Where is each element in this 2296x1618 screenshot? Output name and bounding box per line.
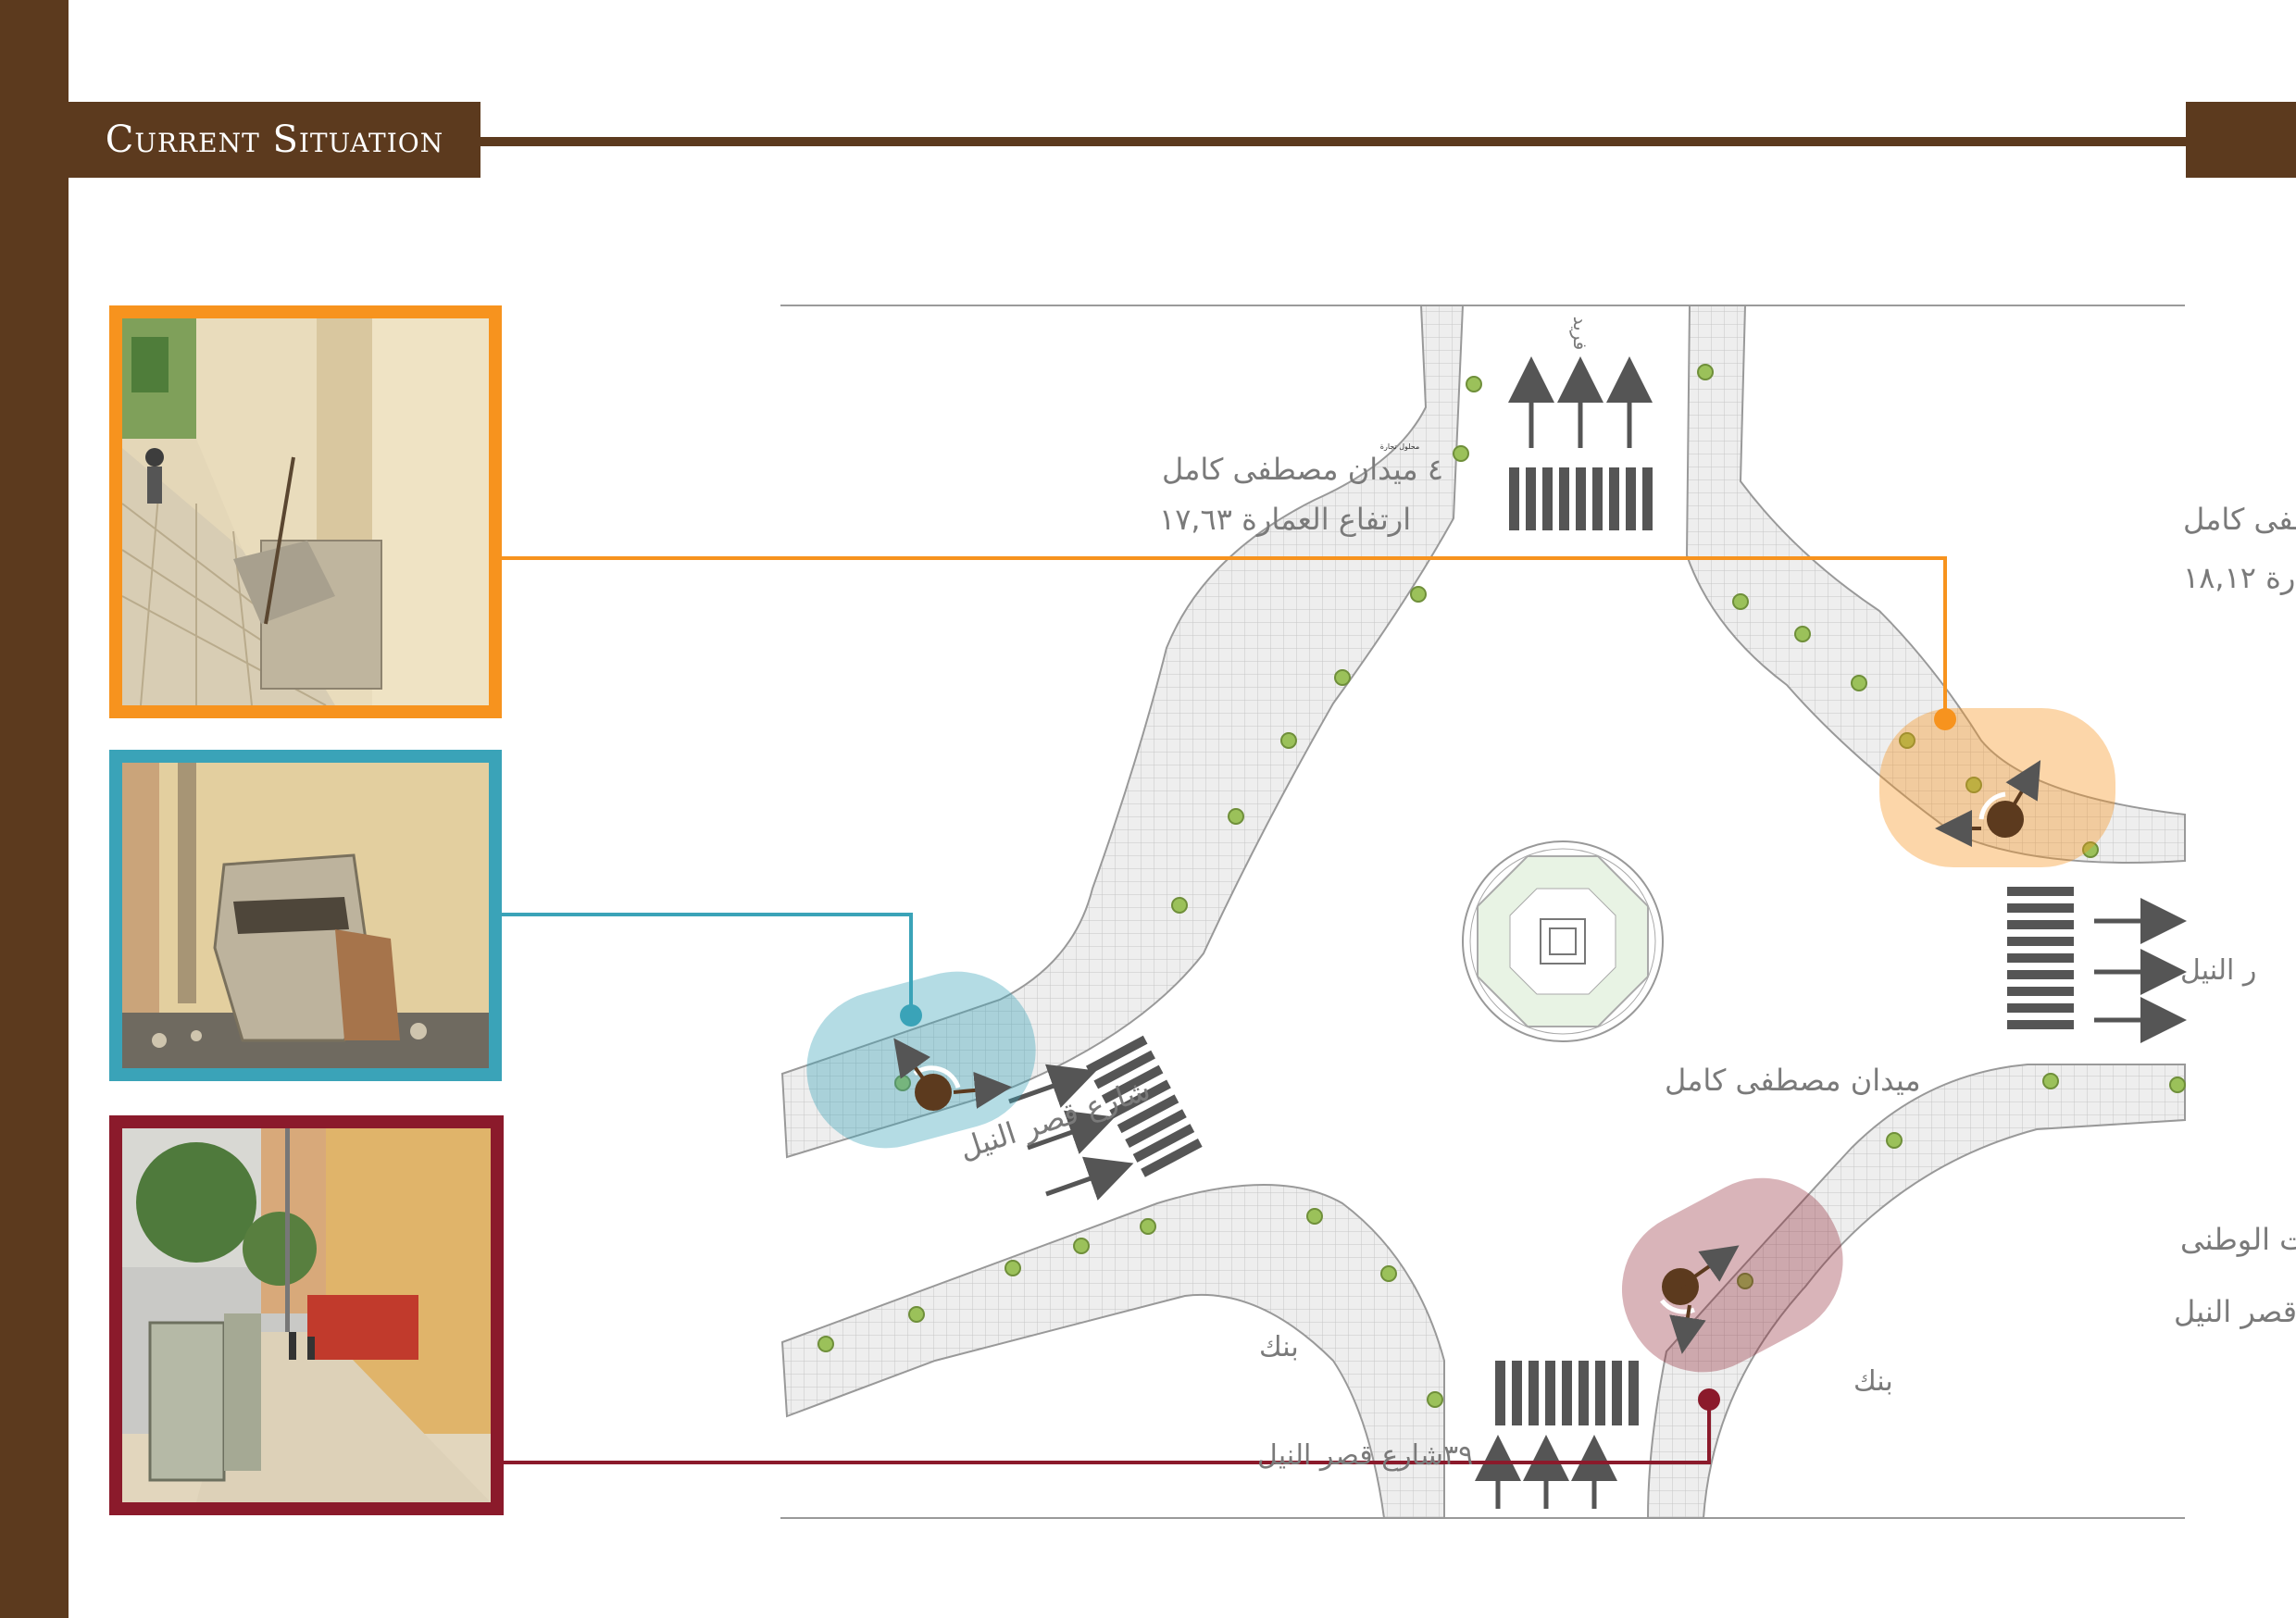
label-bank-1: بنك: [1259, 1331, 1299, 1363]
photo-orange: [109, 305, 502, 718]
viewpoint-teal: [806, 971, 1036, 1149]
crosswalk-icon: [1495, 1361, 1639, 1425]
arrow-icon: [1008, 356, 2187, 1509]
photo-maroon: [109, 1115, 504, 1515]
label-building4-height: ارتفاع العمارة ١٧,٦٣: [1159, 502, 1411, 537]
leader-line-teal: [502, 913, 913, 1015]
left-brand-bar: [0, 0, 69, 1618]
leader-dot-teal: [900, 1004, 922, 1027]
sidewalk-wall-photo: [122, 318, 489, 705]
label-address-41: ٤١ شارع قصر النيل: [2174, 1294, 2296, 1329]
label-street-top: فريد: [1569, 317, 1591, 351]
sidewalk-bottom-right: [1646, 1064, 2186, 1519]
sidewalk-top-left: [780, 305, 1465, 1159]
viewpoint-maroon: [1621, 1177, 1843, 1373]
leader-line-orange: [502, 556, 1947, 719]
sidewalk-bottom-left: [780, 1184, 1445, 1519]
crosswalk-icon: [1509, 467, 1653, 530]
label-bank-kuwait: بنك الكويت الوطنى: [2180, 1222, 2296, 1257]
page-title: Current Situation: [69, 102, 480, 178]
crosswalk-icon: [2007, 887, 2074, 1029]
label-building4-name: ٤ ميدان مصطفى كامل: [1162, 452, 1443, 487]
photo-teal: [109, 750, 502, 1081]
label-closed-shop: محلول تجارة: [1380, 442, 1419, 451]
sidewalk-top-right: [1685, 305, 2186, 864]
tree-icon: [817, 364, 2186, 1408]
collapsed-box-photo: [122, 763, 489, 1068]
leader-line-maroon: [504, 1400, 1711, 1464]
crosswalk-icon: [1085, 1035, 1203, 1177]
label-building1-height: ارتفاع العمارة ١٨,١٢: [2183, 560, 2296, 595]
label-building1-name: ١ميدان مصطفى كامل: [2183, 502, 2296, 537]
label-address-39: ٣٩شارع قصر النيل: [1257, 1439, 1473, 1472]
label-square-name: ميدان مصطفى كامل: [1665, 1063, 1921, 1098]
viewpoint-orange: [1879, 708, 2115, 867]
leader-dot-orange: [1934, 708, 1956, 730]
label-street-qasr-nil-right: ر النيل: [2180, 954, 2256, 987]
right-brand-tab: [2186, 102, 2296, 178]
street-cabinet-photo: [122, 1128, 491, 1502]
fountain-icon: [1462, 840, 1664, 1042]
leader-dot-maroon: [1698, 1388, 1720, 1411]
label-bank-2: بنك: [1853, 1365, 1893, 1398]
title-rule: [480, 137, 2186, 146]
